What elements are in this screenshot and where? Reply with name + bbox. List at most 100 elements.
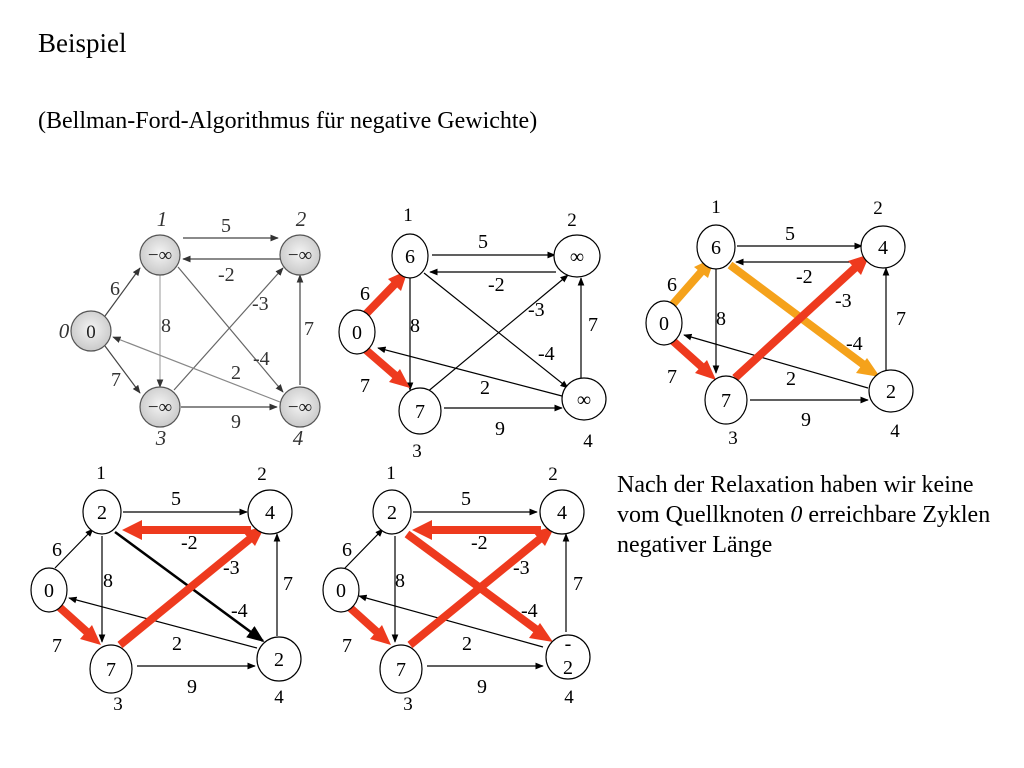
node-1-value: 6 [711,237,721,259]
node-2-id: 2 [873,198,883,219]
node-1-value: −∞ [148,245,172,266]
node-2-value: −∞ [288,245,312,266]
edge-0-1 [344,528,384,569]
weight-1-3: 8 [103,570,113,592]
weight-4-2: 7 [304,318,314,340]
edge-1-4 [423,272,569,389]
edge-0-1-highlight [669,268,706,307]
arrowhead [533,526,555,546]
node-0-value: 0 [659,313,669,335]
node-2-value: 4 [878,237,888,259]
arrowhead [695,360,716,380]
weight-3-2: -3 [513,557,530,579]
weight-1-4: -4 [846,333,863,355]
node-3-id: 3 [155,426,167,450]
node-2 [553,234,601,278]
weight-3-4: 9 [477,676,487,698]
note-text-after: erreichbare Zyklen negativer Länge [617,502,991,558]
node-3-value: 7 [721,390,731,412]
arrowhead [80,625,101,645]
node-4-id: 4 [890,421,900,442]
weight-4-2: 7 [588,314,598,336]
node-3-value: −∞ [148,397,172,418]
weight-0-1: 6 [667,274,677,296]
node-4-value: ∞ [577,389,591,411]
node-0 [338,309,376,355]
edge-0-1 [54,528,94,569]
edge-4-0 [683,333,869,389]
graph-step-4: 5 -2 6 7 8 -4 -3 7 2 9 2 4 0 7 - 2 1 2 3… [322,463,591,715]
node-4-value-line2: 2 [563,657,573,679]
weight-4-0: 2 [172,633,182,655]
node-1-id: 1 [157,207,168,231]
weight-0-3: 7 [667,366,677,388]
graph-initial: 5 -2 6 7 8 -4 -3 7 2 9 −∞ −∞ 0 −∞ −∞ 1 2… [59,207,321,450]
weight-4-0: 2 [480,377,490,399]
node-0-value: 0 [352,322,362,344]
node-0 [30,567,68,613]
weight-1-4: -4 [538,343,555,365]
node-3 [379,644,423,694]
weight-1-2: 5 [478,231,488,253]
node-0 [322,567,360,613]
node-4 [256,636,302,682]
weight-2-1: -2 [488,274,505,296]
node-3-id: 3 [412,441,422,462]
node-1-value: 2 [97,502,107,524]
weight-4-0: 2 [231,362,241,384]
weight-1-2: 5 [221,215,231,237]
weight-0-1: 6 [110,278,120,300]
edge-0-3-highlight [54,602,90,635]
weight-0-3: 7 [111,369,121,391]
node-3-id: 3 [728,428,738,449]
weight-3-4: 9 [495,418,505,440]
weight-3-2: -3 [835,290,852,312]
node-4-value-line1: - [565,633,572,655]
weight-1-4: -4 [253,348,270,370]
node-3-value: 7 [415,401,425,423]
weight-1-4: -4 [521,600,538,622]
graph-step-3: 5 -2 6 7 8 -4 -3 7 2 9 2 4 0 7 2 1 2 3 4 [30,463,302,715]
weight-4-0: 2 [786,368,796,390]
node-4 [279,386,321,428]
edge-3-2-highlight [117,534,254,649]
node-4-id: 4 [293,426,304,450]
node-3-value: 7 [396,659,406,681]
arrowhead [529,623,553,642]
arrowhead [412,520,432,540]
slide-title: Beispiel [38,28,127,58]
weight-1-3: 8 [716,308,726,330]
node-4-id: 4 [583,431,593,452]
edge-1-4-highlight [404,530,540,634]
weight-4-0: 2 [462,633,472,655]
node-0 [70,310,112,352]
node-1-id: 1 [403,205,413,226]
weight-2-1: -2 [471,532,488,554]
edge-1-4 [177,266,284,393]
node-1 [372,489,412,535]
weight-1-3: 8 [395,570,405,592]
weight-3-4: 9 [187,676,197,698]
node-2-value: ∞ [570,246,584,268]
node-1-value: 6 [405,246,415,268]
edge-3-2-highlight [407,534,544,649]
weight-0-3: 7 [342,635,352,657]
weight-4-2: 7 [896,308,906,330]
node-1-id: 1 [96,463,106,484]
node-2-id: 2 [548,464,558,485]
node-3 [139,386,181,428]
graph-step-1: 5 -2 6 7 8 -4 -3 7 2 9 6 ∞ 0 7 ∞ 1 2 3 4 [338,205,607,462]
edge-0-3-highlight [344,602,380,635]
edge-0-1 [104,267,141,317]
node-4 [545,634,591,680]
edge-4-0 [68,596,258,649]
weight-3-4: 9 [801,409,811,431]
node-0 [645,300,683,346]
edge-4-0 [377,346,563,397]
edge-1-4-highlight [727,261,867,369]
note-text-before: Nach der Relaxation haben wir keine vom … [617,472,974,528]
weight-4-2: 7 [573,573,583,595]
node-2 [247,489,293,535]
node-0-id: 0 [59,319,70,343]
node-4-id: 4 [274,687,284,708]
